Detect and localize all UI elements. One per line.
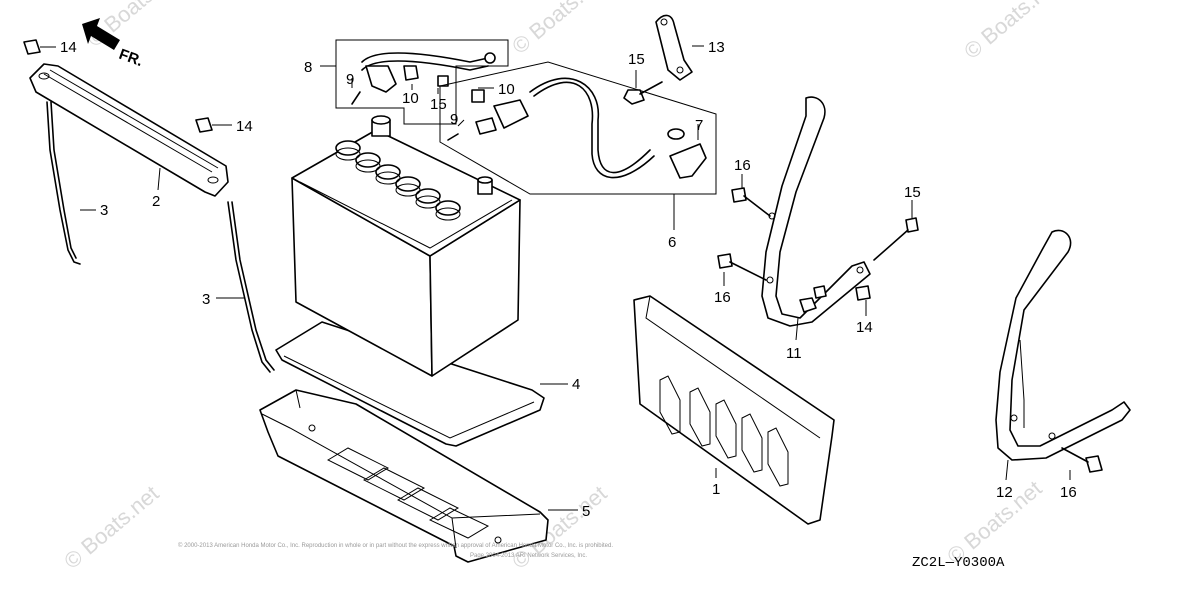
callout-14-right: 14 [856, 319, 873, 336]
part-11-stay [761, 96, 871, 327]
callout-16-upper: 16 [734, 157, 751, 174]
part-13-bracket [655, 14, 693, 81]
part-8-cable-group [335, 39, 509, 125]
copyright-line-1: © 2000-2013 American Honda Motor Co., In… [178, 542, 613, 549]
callout-2: 2 [152, 193, 160, 210]
watermarks: © Boats.net © Boats.net © Boats.net © Bo… [59, 0, 1063, 574]
diagram-code: ZC2L—Y0300A [912, 555, 1005, 571]
arrow-icon [82, 18, 120, 50]
callout-9-upper: 9 [346, 71, 354, 88]
leader-lines [40, 45, 1071, 511]
watermark-bottom-left: © Boats.net [59, 481, 163, 574]
watermark-top-left: © Boats.net [82, 0, 186, 52]
callout-12: 12 [996, 484, 1013, 501]
callout-15-top: 15 [628, 51, 645, 68]
part-3-hold-rods [46, 101, 275, 373]
callout-11: 11 [786, 345, 802, 362]
callout-7: 7 [695, 117, 703, 134]
callout-3-center: 3 [202, 291, 210, 308]
part-12-stay [995, 229, 1131, 461]
cover-plate-slots [659, 375, 789, 487]
part-2-battery-hold-bar [29, 63, 229, 197]
callout-14-top: 14 [236, 118, 253, 135]
callout-9-lower: 9 [450, 111, 458, 128]
tray-slots [326, 447, 490, 539]
bolt-16-bottom [1061, 447, 1103, 473]
bolts-16-middle [717, 187, 771, 281]
callout-13: 13 [708, 39, 725, 56]
battery-caps [335, 140, 461, 221]
watermark-top-right: © Boats.net [959, 0, 1063, 64]
callout-3-left: 3 [100, 202, 108, 219]
callout-labels: 14 14 2 3 3 4 5 8 9 10 15 10 9 15 13 7 6… [60, 39, 1077, 520]
callout-10-lower: 10 [498, 81, 515, 98]
battery [291, 115, 521, 377]
front-marker-label: FR. [117, 46, 146, 70]
part-5-battery-tray [259, 389, 549, 563]
callout-4: 4 [572, 376, 580, 393]
callout-14-top-left: 14 [60, 39, 77, 56]
callout-1: 1 [712, 481, 720, 498]
watermark-top-center: © Boats.net [507, 0, 611, 59]
fasteners-right [799, 217, 919, 313]
nuts-14-top [23, 39, 213, 133]
callout-5: 5 [582, 503, 590, 520]
callout-16-middle: 16 [714, 289, 731, 306]
callout-6: 6 [668, 234, 676, 251]
callout-15-upper: 15 [430, 96, 447, 113]
callout-15-right: 15 [904, 184, 921, 201]
callout-10-upper: 10 [402, 90, 419, 107]
bolt-15-top [623, 81, 663, 105]
part-6-cable-group [439, 61, 717, 195]
copyright-line-2: Page 2004-2013 ARI Network Services, Inc… [470, 553, 587, 559]
part-1-cover-plate [633, 295, 835, 525]
callout-16-bottom: 16 [1060, 484, 1077, 501]
callout-8: 8 [304, 59, 312, 76]
